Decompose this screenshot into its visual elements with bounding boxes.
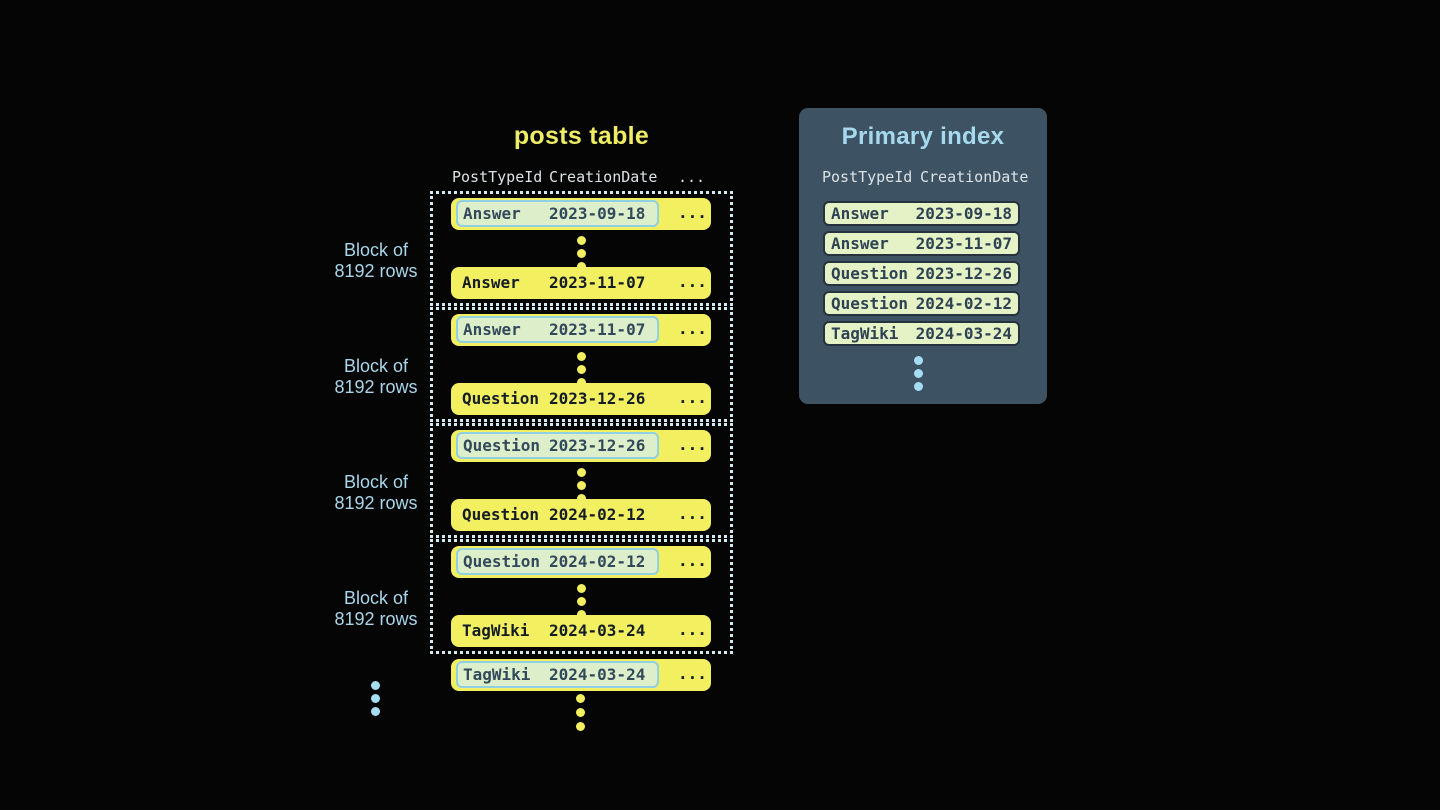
- table-row: Question 2023-12-26 ...: [451, 383, 711, 415]
- block-label-2: Block of 8192 rows: [334, 356, 418, 397]
- posts-column-header-creationdate: CreationDate: [549, 168, 658, 186]
- posts-column-header-posttypeid: PostTypeId: [452, 168, 543, 186]
- posts-column-header-more: ...: [678, 168, 706, 186]
- row-more-columns: ...: [678, 504, 707, 523]
- row-more-columns: ...: [678, 388, 707, 407]
- index-entry: Answer 2023-11-07: [823, 231, 1020, 256]
- index-entry: TagWiki 2024-03-24: [823, 321, 1020, 346]
- row-more-columns: ...: [678, 551, 707, 570]
- posts-table-title: posts table: [513, 122, 650, 150]
- posts-table-blocks: Answer 2023-09-18 ... Answer 2023-11-07 …: [430, 191, 733, 655]
- row-more-columns: ...: [678, 620, 707, 639]
- index-entry: Question 2024-02-12: [823, 291, 1020, 316]
- indexed-columns-highlight: Question 2023-12-26: [456, 432, 659, 459]
- table-row: Question 2024-02-12 ...: [451, 546, 711, 578]
- index-column-header-posttypeid: PostTypeId: [822, 168, 913, 186]
- index-column-header-creationdate: CreationDate: [920, 168, 1029, 186]
- vertical-ellipsis-dots: [577, 584, 586, 619]
- vertical-ellipsis-dots: [577, 468, 586, 503]
- primary-index-title: Primary index: [841, 123, 1005, 150]
- block-label-4: Block of 8192 rows: [334, 588, 418, 629]
- block-2: Answer 2023-11-07 ... Question 2023-12-2…: [430, 307, 733, 422]
- block-4: Question 2024-02-12 ... TagWiki 2024-03-…: [430, 539, 733, 654]
- primary-index-panel: Primary index PostTypeId CreationDate An…: [799, 108, 1047, 404]
- index-entry: Question 2023-12-26: [823, 261, 1020, 286]
- table-row: Question 2024-02-12 ...: [451, 499, 711, 531]
- more-blocks-dots: [371, 681, 380, 716]
- block-label-1: Block of 8192 rows: [334, 240, 418, 281]
- table-row: Answer 2023-11-07 ...: [451, 267, 711, 299]
- row-more-columns: ...: [678, 203, 707, 222]
- vertical-ellipsis-dots: [577, 236, 586, 271]
- row-more-columns: ...: [678, 664, 707, 683]
- table-row: Answer 2023-09-18 ...: [451, 198, 711, 230]
- vertical-ellipsis-dots: [577, 352, 586, 387]
- table-row: Question 2023-12-26 ...: [451, 430, 711, 462]
- row-more-columns: ...: [678, 272, 707, 291]
- indexed-columns-highlight: Question 2024-02-12: [456, 548, 659, 575]
- index-entry: Answer 2023-09-18: [823, 201, 1020, 226]
- indexed-columns-highlight: Answer 2023-09-18: [456, 200, 659, 227]
- row-more-columns: ...: [678, 435, 707, 454]
- block-1: Answer 2023-09-18 ... Answer 2023-11-07 …: [430, 191, 733, 306]
- table-row: TagWiki 2024-03-24 ...: [451, 615, 711, 647]
- table-row: Answer 2023-11-07 ...: [451, 314, 711, 346]
- vertical-ellipsis-dots: [576, 694, 585, 731]
- next-block-first-row: TagWiki 2024-03-24 ...: [451, 659, 711, 691]
- row-more-columns: ...: [678, 319, 707, 338]
- indexed-columns-highlight: TagWiki 2024-03-24: [456, 661, 659, 688]
- block-3: Question 2023-12-26 ... Question 2024-02…: [430, 423, 733, 538]
- block-label-3: Block of 8192 rows: [334, 472, 418, 513]
- indexed-columns-highlight: Answer 2023-11-07: [456, 316, 659, 343]
- more-index-entries-dots: [914, 356, 923, 391]
